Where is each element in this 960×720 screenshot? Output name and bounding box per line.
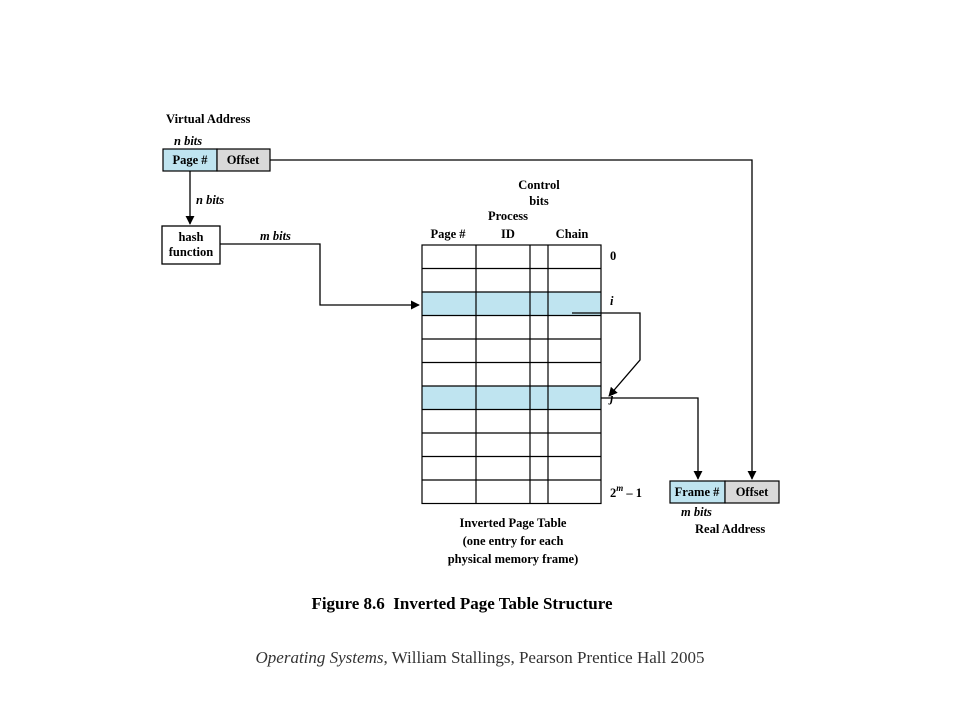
row-j-to-frame-arrow (601, 397, 703, 480)
header-page-number: Page # (430, 227, 466, 241)
hash-function-line1: hash (178, 230, 203, 244)
chain-i-to-j-arrow (572, 312, 641, 397)
table-row-i-highlight (422, 292, 601, 316)
real-address-m-bits-label: m bits (681, 505, 712, 519)
citation-details: , William Stallings, Pearson Prentice Ha… (383, 648, 705, 667)
citation-book-title: Operating Systems (255, 648, 384, 667)
real-frame-number-label: Frame # (675, 485, 721, 499)
table-caption-line1: Inverted Page Table (460, 516, 567, 530)
table-row-j-highlight (422, 386, 601, 410)
hash-output-m-bits-label: m bits (260, 229, 291, 243)
row-label-last: 2m – 1 (610, 483, 642, 500)
virtual-address-title: Virtual Address (166, 112, 251, 126)
figure-caption: Figure 8.6 Inverted Page Table Structure (311, 594, 613, 613)
row-label-0: 0 (610, 249, 616, 263)
virtual-offset-label: Offset (227, 153, 260, 167)
hash-function-line2: function (169, 245, 214, 259)
header-id: ID (501, 227, 515, 241)
inverted-page-table (421, 244, 602, 505)
header-chain: Chain (556, 227, 589, 241)
real-offset-label: Offset (736, 485, 769, 499)
offset-to-real-address-arrow (270, 159, 757, 480)
virtual-page-number-label: Page # (172, 153, 208, 167)
real-offset-field (724, 480, 780, 504)
header-process: Process (488, 209, 528, 223)
row-label-i: i (610, 294, 614, 308)
hash-input-n-bits-label: n bits (196, 193, 224, 207)
header-control: Control (518, 178, 560, 192)
virtual-address-n-bits-label: n bits (174, 134, 202, 148)
header-control-bits: bits (529, 194, 549, 208)
real-address-title: Real Address (695, 522, 765, 536)
table-caption-line2: (one entry for each (463, 534, 564, 548)
hash-to-row-i-arrow (220, 243, 420, 310)
table-border (421, 244, 602, 505)
hash-function-box (161, 225, 221, 265)
citation: Operating Systems, William Stallings, Pe… (0, 648, 960, 668)
table-caption-line3: physical memory frame) (448, 552, 579, 566)
